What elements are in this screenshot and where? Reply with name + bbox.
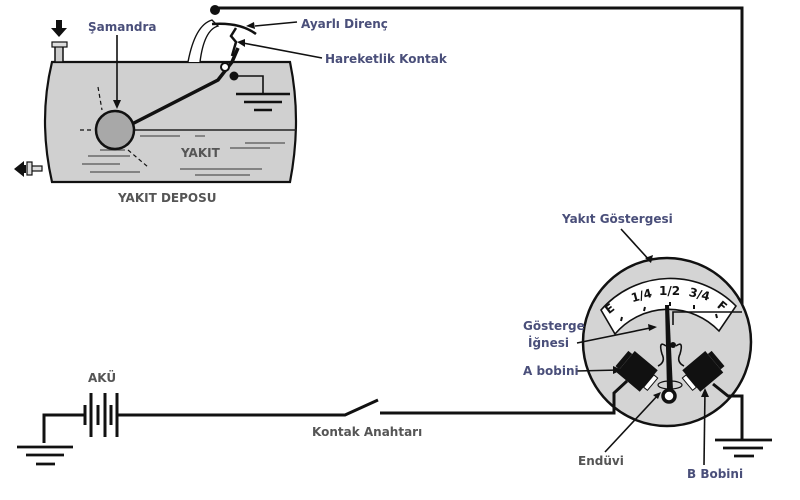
terminal-top — [210, 5, 220, 15]
label-hareketli-kontak: Hareketlik Kontak — [325, 52, 448, 66]
scale-label-quarter: 1/4 — [629, 286, 653, 305]
gauge-ground-wire — [712, 382, 744, 440]
label-gosterge-ignesi-2: İğnesi — [528, 335, 569, 350]
sender-housing — [187, 19, 220, 63]
coil-junction — [670, 342, 676, 348]
float — [94, 109, 136, 151]
ignition-switch — [118, 398, 379, 417]
label-kontak-anahtari: Kontak Anahtarı — [312, 425, 422, 439]
float-motion-marks — [80, 86, 149, 168]
battery-ground-wire — [42, 413, 84, 443]
outlet-flange — [26, 161, 33, 176]
label-enduvi: Endüvi — [578, 454, 624, 468]
armature-pivot — [661, 388, 677, 404]
pivot — [220, 62, 230, 72]
fill-arrow-icon — [51, 20, 67, 37]
label-aku: AKÜ — [88, 370, 116, 385]
label-gosterge-ignesi-1: Gösterge — [523, 319, 585, 333]
gauge-ground-icon — [715, 438, 772, 458]
battery-circuit — [17, 393, 379, 466]
battery-icon — [83, 393, 119, 437]
moving-contact — [229, 27, 238, 57]
label-a-bobini: A bobini — [523, 364, 579, 378]
label-pointers — [116, 21, 323, 103]
label-yakit: YAKIT — [180, 146, 221, 160]
gauge-ticks — [620, 302, 718, 322]
gauge-input-wire — [672, 311, 742, 325]
gauge-a-coil-wire — [380, 379, 629, 415]
scale-label-three-quarter: 3/4 — [688, 285, 712, 304]
sender-ground-wire — [234, 75, 264, 93]
gauge-needle — [665, 305, 673, 390]
variable-resistor — [211, 22, 257, 36]
gauge-label-pointers — [575, 228, 706, 466]
fuel-gauge: E 1/4 1/2 3/4 F — [380, 228, 772, 466]
coil-b — [681, 350, 725, 392]
label-b-bobini: B Bobini — [687, 467, 743, 481]
label-yakit-deposu: YAKIT DEPOSU — [117, 191, 217, 205]
battery-ground-icon — [17, 445, 73, 466]
label-ayarli-direnc: Ayarlı Direnç — [301, 17, 388, 31]
filler-cap — [51, 41, 68, 48]
sender-ground-icon — [236, 92, 290, 112]
scale-label-half: 1/2 — [659, 284, 680, 298]
label-yakit-gostergesi: Yakıt Göstergesi — [561, 212, 673, 226]
label-samandra: Şamandra — [88, 20, 157, 34]
tank-body — [43, 60, 298, 184]
coil-a — [615, 350, 659, 392]
fuel-tank — [14, 19, 323, 184]
outlet-arrow-icon — [14, 161, 26, 177]
